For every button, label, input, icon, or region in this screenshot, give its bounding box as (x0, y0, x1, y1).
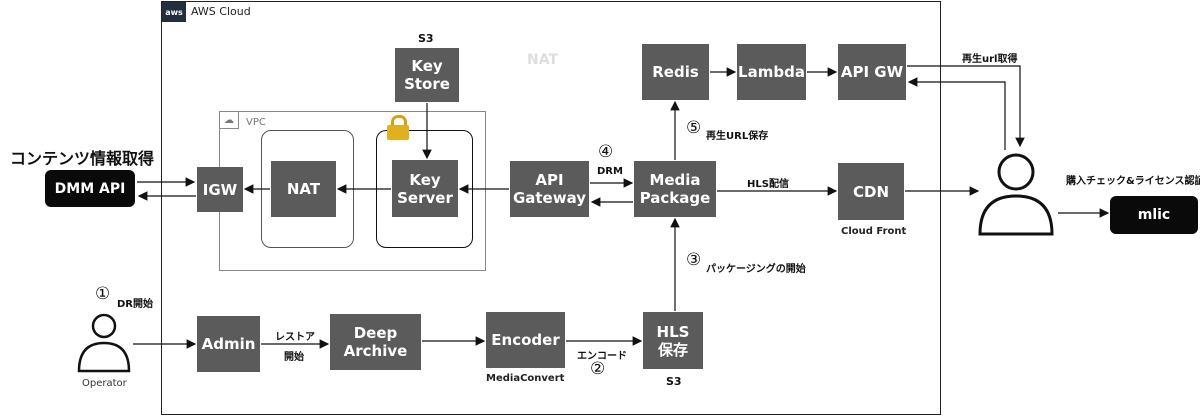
operator-icon (77, 313, 131, 373)
redis-node: Redis (642, 44, 709, 100)
drm-label: DRM (597, 166, 623, 177)
vpc-cloud-icon: ☁ (219, 111, 239, 129)
user-body (978, 194, 1054, 236)
hls-store-node: HLS 保存 (643, 312, 703, 369)
restore-start-label-1: レストア (275, 332, 315, 343)
hls-delivery-label: HLS配信 (747, 179, 789, 190)
operator-head (91, 313, 117, 339)
aws-logo-icon: aws (162, 2, 186, 22)
restore-start-label-2: 開始 (284, 352, 304, 363)
s3-bottom-caption: S3 (666, 375, 682, 388)
step-2-marker: ② (590, 359, 606, 379)
step-1-marker: ① (95, 284, 111, 304)
aws-cloud-title: AWS Cloud (191, 5, 251, 18)
cdn-node: CDN (838, 163, 904, 220)
deep-archive-node: Deep Archive (330, 314, 421, 370)
step-4-marker: ④ (598, 142, 614, 162)
media-convert-caption: MediaConvert (486, 373, 565, 384)
nat-ghost-label: NAT (527, 52, 559, 68)
lock-icon (387, 115, 409, 141)
operator-caption: Operator (82, 378, 127, 389)
admin-node: Admin (197, 316, 260, 372)
cloud-front-caption: Cloud Front (841, 226, 907, 237)
lambda-node: Lambda (737, 44, 806, 100)
api-gw-node: API GW (838, 44, 906, 100)
content-info-heading: コンテンツ情報取得 (10, 149, 155, 168)
s3-top-caption: S3 (418, 32, 434, 45)
encoder-node: Encoder (486, 312, 565, 368)
key-server-node: Key Server (392, 160, 458, 217)
packaging-start-label: パッケージングの開始 (706, 264, 806, 275)
dr-start-label: DR開始 (117, 299, 154, 310)
aws-cloud-container (161, 1, 941, 415)
wire-user-to-apigw (907, 77, 1006, 150)
operator-body (77, 341, 131, 373)
license-check-label: 購入チェック&ライセンス認証 (1066, 176, 1200, 187)
media-package-node: Media Package (634, 161, 716, 217)
playback-url-get-label: 再生url取得 (962, 54, 1018, 65)
step-3-marker: ③ (686, 250, 702, 270)
api-gateway-node: API Gateway (510, 161, 589, 217)
user-icon (978, 153, 1054, 236)
wire-apigw-to-user (907, 65, 1025, 148)
dmm-api-node: DMM API (45, 170, 135, 207)
igw-node: IGW (197, 167, 243, 212)
user-head (997, 153, 1035, 191)
step-5-marker: ⑤ (686, 118, 702, 138)
mlic-node: mlic (1110, 196, 1198, 234)
save-url-label: 再生URL保存 (706, 131, 769, 142)
nat-node: NAT (271, 161, 336, 217)
encode-label: エンコード (577, 351, 627, 362)
vpc-title: VPC (246, 117, 266, 128)
key-store-node: Key Store (395, 48, 459, 102)
